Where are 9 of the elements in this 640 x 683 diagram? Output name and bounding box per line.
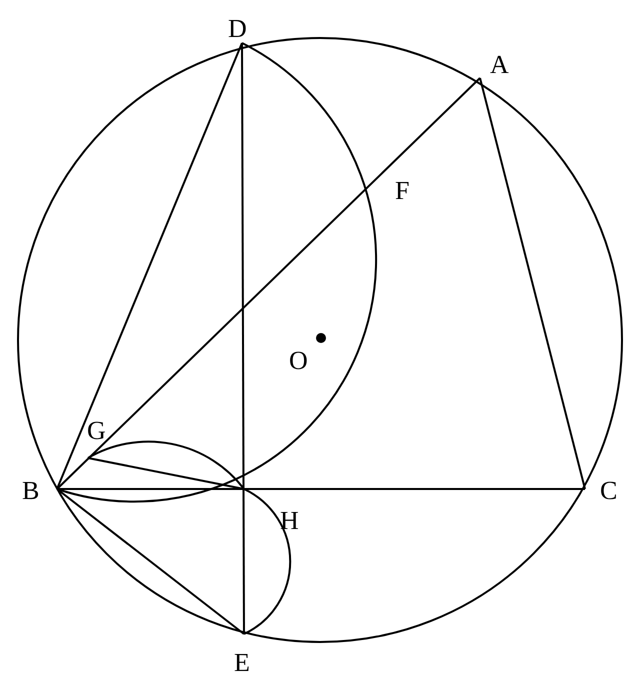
point-label: O [289, 348, 308, 374]
point-label: B [22, 478, 40, 504]
point-label: F [395, 178, 410, 204]
point-label: G [87, 418, 106, 444]
point-label: D [228, 16, 247, 42]
point-label: H [280, 508, 299, 534]
point-label: E [234, 650, 250, 676]
point-label: A [490, 52, 509, 78]
point-label: C [600, 478, 618, 504]
